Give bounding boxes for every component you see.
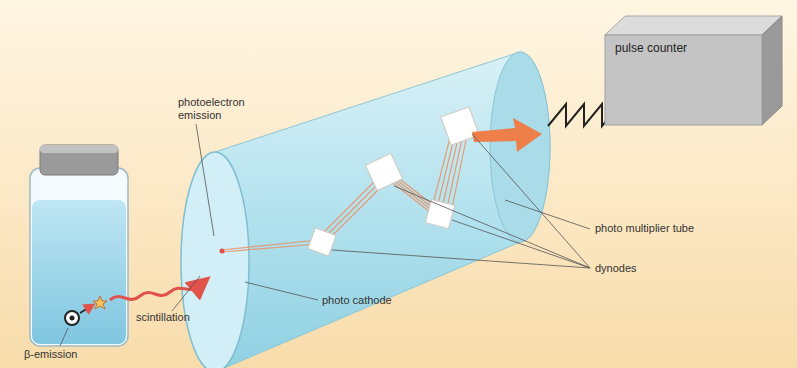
pulse-signal: [548, 104, 614, 126]
part-label: scintillation: [136, 311, 190, 324]
part-label: photo cathode: [322, 294, 392, 307]
counter-box: pulse counter: [612, 40, 691, 57]
counter-housing: [605, 16, 782, 125]
scintillation-flash: [93, 296, 107, 309]
part-label: dynodes: [595, 262, 637, 275]
part-label: photoelectron emission: [178, 96, 258, 122]
dynode: [308, 107, 479, 256]
sample-vial: [30, 145, 128, 346]
photo-cathode: [181, 152, 249, 368]
part-label: photo multiplier tube: [595, 222, 694, 235]
output-arrow: [472, 118, 542, 152]
box-text: pulse counter: [615, 42, 688, 55]
part-label: β-emission: [24, 348, 77, 361]
nucleus: [65, 311, 79, 325]
leader-line: [60, 124, 590, 346]
photon-path: [110, 280, 206, 300]
